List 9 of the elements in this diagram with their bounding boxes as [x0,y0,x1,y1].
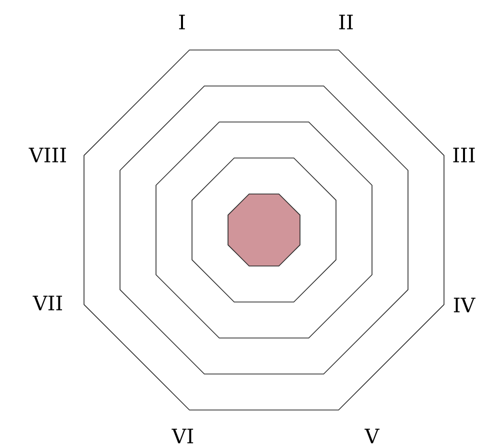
filled-octagon [228,194,300,266]
vertex-label: IV [454,298,476,312]
vertex-label: VII [32,296,62,310]
vertex-label: VIII [28,148,66,162]
vertex-label: II [339,14,353,30]
vertex-label: I [179,14,185,30]
vertex-label: V [364,428,380,444]
vertex-label: III [453,148,475,162]
vertex-label: VI [172,428,194,444]
